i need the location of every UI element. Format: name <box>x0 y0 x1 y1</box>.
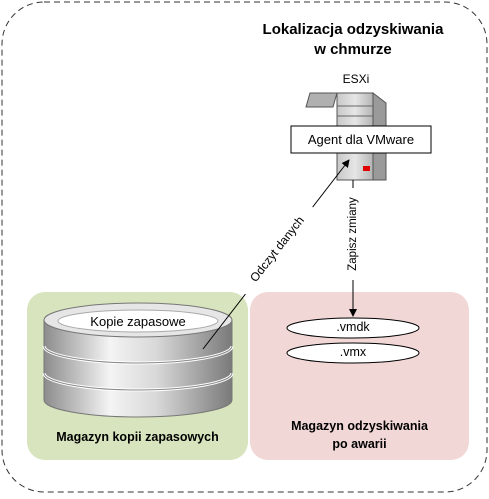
vmdk-file-label: .vmdk <box>336 320 370 334</box>
agent-label: Agent dla VMware <box>307 132 415 147</box>
esxi-label: ESXi <box>342 72 370 86</box>
vmx-file-label: .vmx <box>339 345 367 359</box>
backup-cylinder-label: Kopie zapasowe <box>90 314 186 329</box>
agent-box <box>290 125 432 154</box>
backup-cylinder-icon <box>42 302 234 418</box>
location-title-line1: Lokalizacja odzyskiwania <box>262 21 444 38</box>
backup-storage-caption: Magazyn kopii zapasowych <box>56 430 219 444</box>
write-changes-label: Zapisz zmiany <box>346 188 360 280</box>
vmdk-file-shape <box>286 317 420 339</box>
vmx-file-shape <box>286 342 420 364</box>
server-led-icon <box>363 166 370 171</box>
recovery-storage-caption-line1: Magazyn odzyskiwania <box>291 419 428 433</box>
location-title-line2: w chmurze <box>314 41 392 58</box>
recovery-storage-caption-line2: po awarii <box>332 437 387 451</box>
